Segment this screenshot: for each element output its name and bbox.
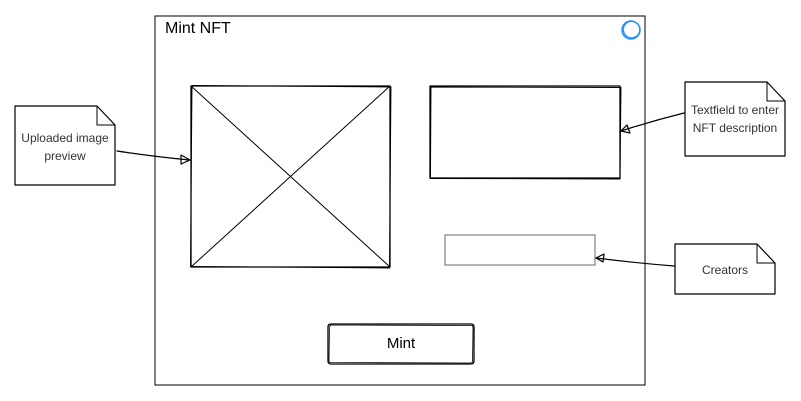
description-textarea-outline (429, 85, 622, 180)
note-creators-shape (674, 243, 776, 295)
note-description-shape (684, 81, 786, 157)
frame-title: Mint NFT (165, 20, 231, 37)
mint-button[interactable]: Mint (386, 335, 416, 352)
arrow-description (620, 112, 685, 134)
arrow-creators (595, 253, 675, 267)
circle-icon (621, 20, 641, 40)
mint-button-outline (327, 323, 475, 365)
arrow-image-preview (116, 150, 191, 165)
note-image-preview-text: Uploaded image preview (21, 131, 109, 163)
creators-field[interactable] (447, 237, 593, 263)
note-creators-text: Creators (701, 263, 748, 277)
image-placeholder-icon (190, 85, 392, 269)
creators-input-outline (444, 234, 596, 266)
note-image-preview-shape (14, 105, 116, 186)
note-description-text: Textfield to enter NFT description (690, 103, 780, 135)
nft-description-field[interactable] (432, 88, 618, 176)
